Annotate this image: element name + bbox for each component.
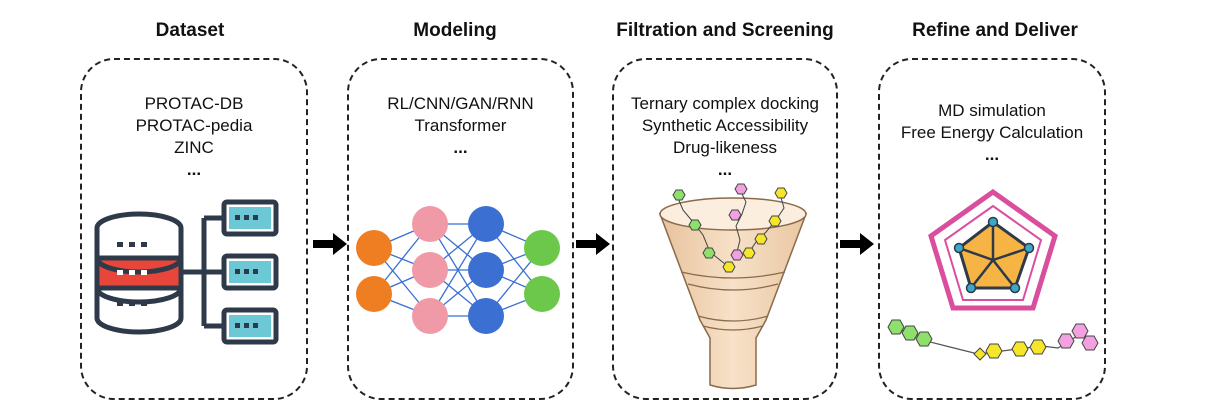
modeling-line-2: Transformer (414, 116, 507, 135)
database-icon (94, 199, 279, 345)
dataset-panel: PROTAC-DB PROTAC-pedia ZINC ... (80, 58, 308, 400)
refine-line-1: MD simulation (938, 101, 1046, 120)
dataset-line-1: PROTAC-DB (144, 94, 244, 113)
filtration-line-2: Synthetic Accessibility (641, 116, 809, 135)
filtration-line-4: ... (717, 160, 733, 179)
arrow-right-icon (840, 233, 874, 255)
refine-panel: MD simulation Free Energy Calculation ..… (878, 58, 1106, 400)
filtration-line-3: Drug-likeness (673, 138, 777, 157)
nn-node-layer-2 (412, 252, 448, 288)
nn-node-layer-3 (468, 252, 504, 288)
nn-node-layer-3 (468, 298, 504, 334)
stage-title-dataset: Dataset (155, 20, 225, 41)
modeling-line-1: RL/CNN/GAN/RNN (387, 94, 534, 113)
nn-node-layer-4 (524, 276, 560, 312)
refine-line-3: ... (984, 145, 1000, 164)
funnel-icon (658, 183, 808, 390)
nn-node-layer-2 (412, 298, 448, 334)
stage-title-filtration: Filtration and Screening (616, 20, 834, 41)
stage-title-modeling: Modeling (413, 20, 497, 41)
filtration-panel: Ternary complex docking Synthetic Access… (612, 58, 838, 400)
refine-line-2: Free Energy Calculation (900, 123, 1084, 142)
arrow-right-icon (313, 233, 347, 255)
modeling-line-3: ... (453, 138, 468, 157)
neural-network-icon (356, 206, 560, 334)
nn-node-layer-1 (356, 230, 392, 266)
molecule-icon (887, 319, 1099, 361)
filtration-line-1: Ternary complex docking (630, 94, 820, 113)
modeling-panel: RL/CNN/GAN/RNN Transformer ... (347, 58, 574, 400)
nn-node-layer-2 (412, 206, 448, 242)
nn-node-layer-4 (524, 230, 560, 266)
stage-title-refine: Refine and Deliver (912, 20, 1078, 41)
radar-chart-icon (928, 188, 1058, 311)
arrow-right-icon (576, 233, 610, 255)
dataset-line-4: ... (186, 160, 202, 179)
dataset-line-3: ZINC (174, 138, 214, 157)
nn-node-layer-1 (356, 276, 392, 312)
dataset-line-2: PROTAC-pedia (135, 116, 253, 135)
nn-node-layer-3 (468, 206, 504, 242)
